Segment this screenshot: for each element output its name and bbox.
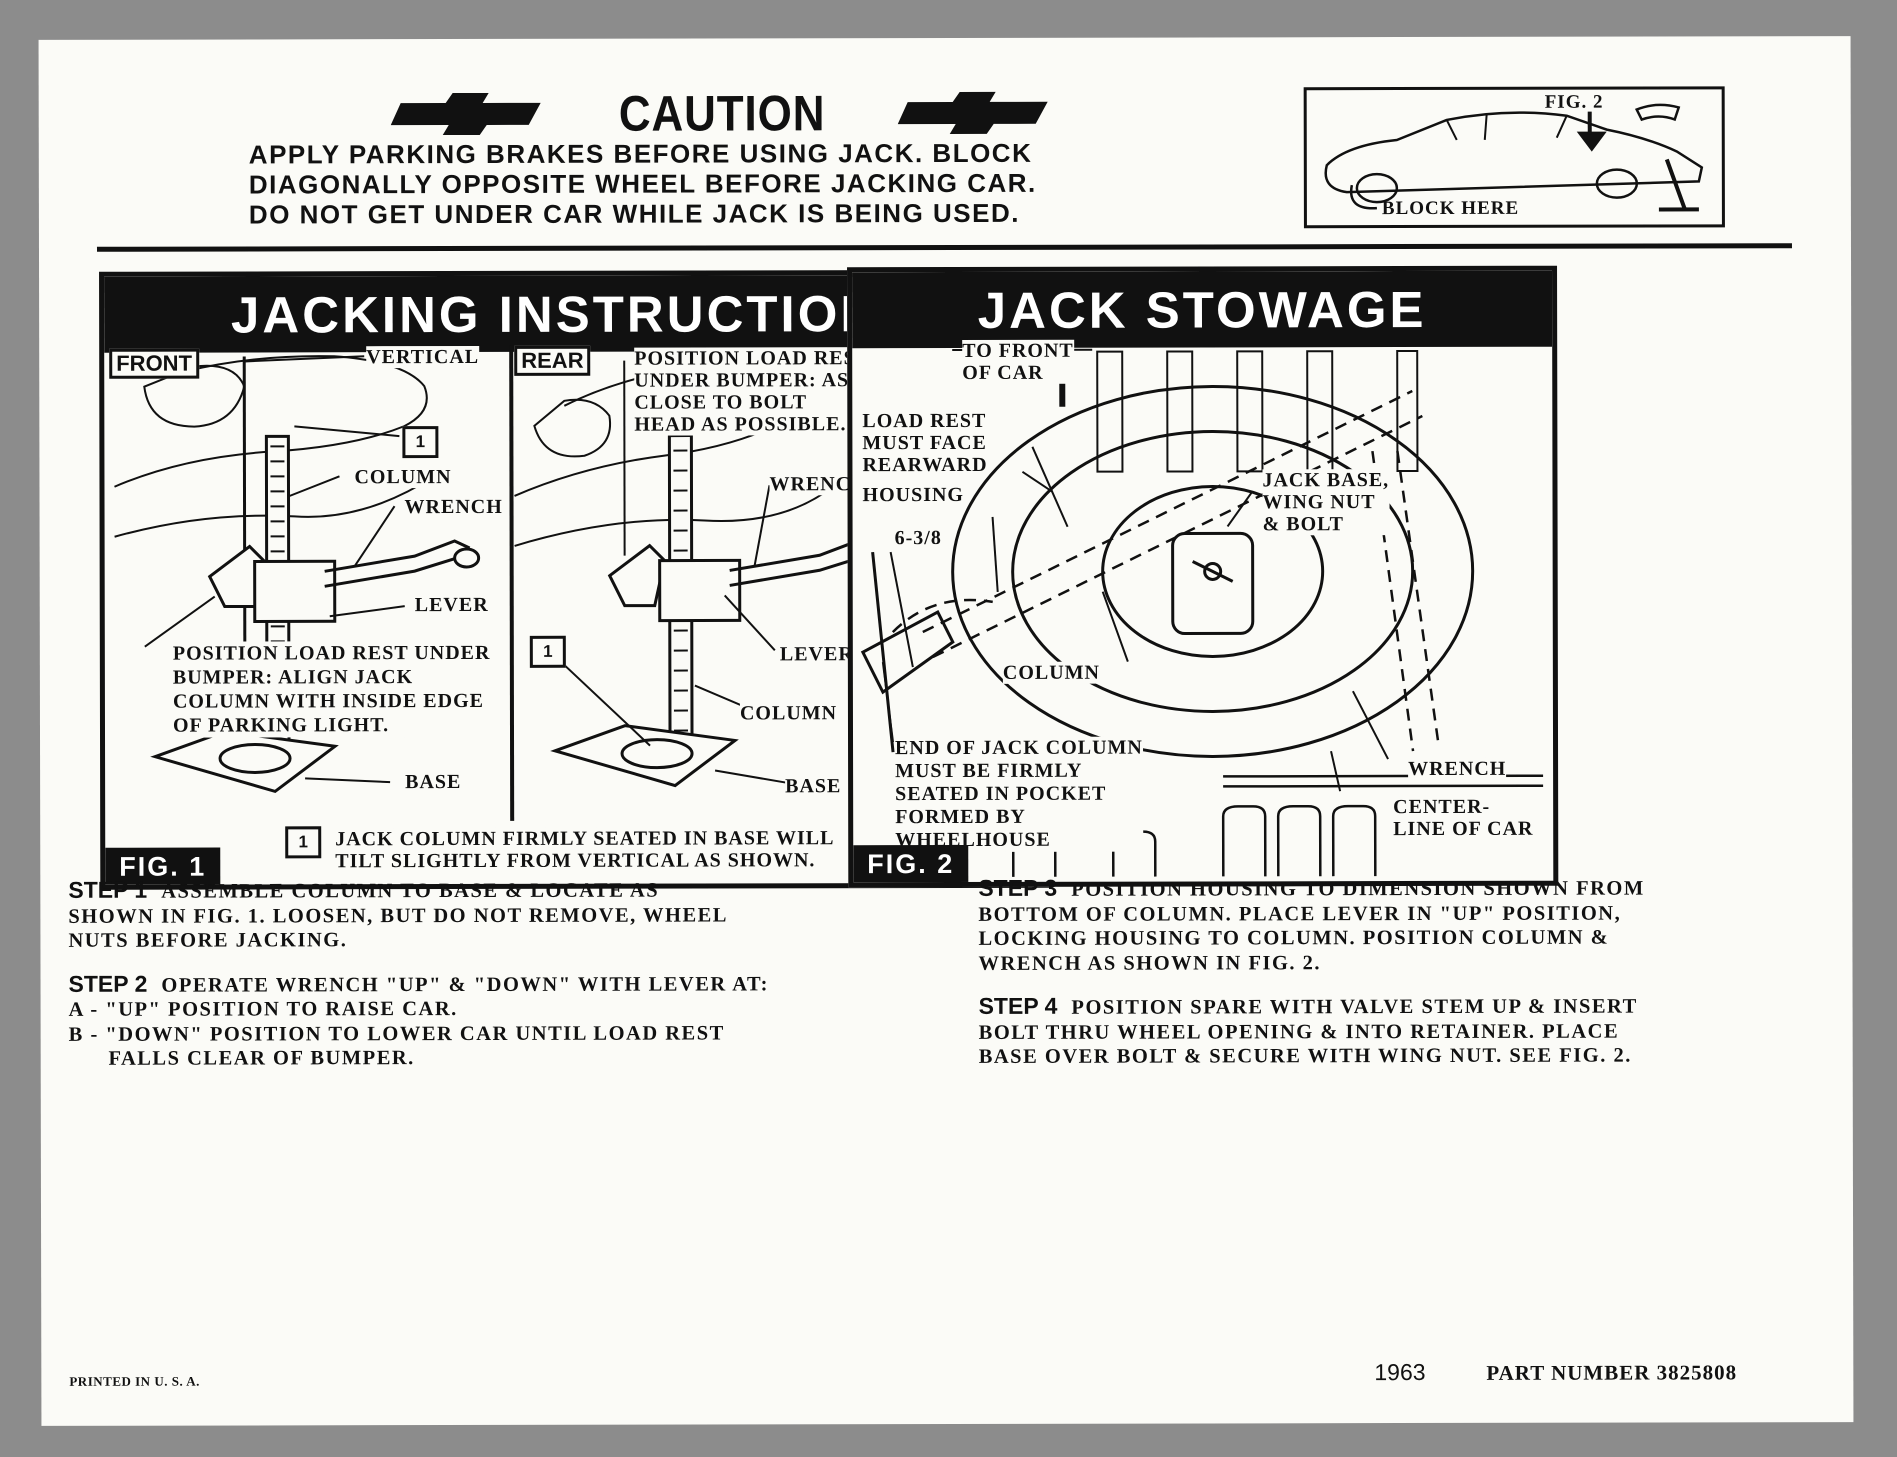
centerline-label: CENTER- LINE OF CAR [1393, 795, 1534, 841]
rear-tag: REAR [514, 345, 591, 376]
caution-text: APPLY PARKING BRAKES BEFORE USING JACK. … [248, 137, 1249, 230]
caution-line: DIAGONALLY OPPOSITE WHEEL BEFORE JACKING… [248, 167, 1037, 200]
caution-title: CAUTION [618, 85, 826, 142]
to-front-label: TO FRONT OF CAR [962, 339, 1074, 384]
dimension-label: 6-3/8 [894, 527, 942, 550]
front-note: POSITION LOAD REST UNDER BUMPER: ALIGN J… [172, 640, 491, 738]
jack-illustration [114, 345, 886, 821]
step3-key: STEP 3 [978, 874, 1058, 901]
rear-column-label: COLUMN [739, 702, 838, 725]
caution-line: APPLY PARKING BRAKES BEFORE USING JACK. … [248, 137, 1033, 170]
decal-sheet: CAUTION APPLY PARKING BRAKES BEFORE USIN… [38, 36, 1854, 1426]
rear-lever-label: LEVER [779, 643, 854, 666]
part-number: PART NUMBER 3825808 [1486, 1360, 1738, 1385]
printed-in-usa: PRINTED IN U. S. A. [69, 1373, 200, 1389]
footnote-marker-1: 1 [285, 826, 322, 859]
fig2-tag: FIG. 2 [853, 844, 969, 883]
front-vertical-label: VERTICAL [366, 345, 480, 369]
step4-key: STEP 4 [978, 992, 1058, 1019]
caution-header: CAUTION [390, 78, 1053, 149]
divider-rule [96, 243, 1792, 252]
year-label: 1963 [1374, 1358, 1426, 1386]
rear-note: POSITION LOAD REST UNDER BUMPER: AS CLOS… [634, 347, 871, 436]
rear-marker-1: 1 [529, 635, 566, 668]
block-here-label: BLOCK HERE [1381, 197, 1520, 220]
bowtie-logo-left [390, 92, 541, 136]
front-wrench-label: WRENCH [404, 495, 503, 519]
step1-key: STEP 1 [68, 876, 148, 903]
stowage-column-label: COLUMN [1002, 661, 1101, 684]
jacking-instructions-panel: JACKING INSTRUCTIONS [99, 269, 1051, 890]
front-column-label: COLUMN [354, 466, 452, 489]
jack-base-label: JACK BASE, WING NUT & BOLT [1262, 469, 1390, 536]
front-base-label: BASE [405, 771, 462, 794]
load-rest-label: LOAD REST MUST FACE REARWARD [862, 409, 988, 477]
jack-stowage-panel: JACK STOWAGE [847, 265, 1559, 888]
fig2-reference: FIG. 2 [1544, 91, 1604, 113]
front-marker-1: 1 [402, 426, 439, 459]
end-of-column-label: END OF JACK COLUMN MUST BE FIRMLY SEATED… [895, 736, 1144, 853]
rear-base-label: BASE [785, 775, 842, 798]
block-here-diagram: FIG. 2 BLOCK HERE [1303, 86, 1725, 229]
housing-label: HOUSING [862, 483, 964, 507]
step2-key: STEP 2 [68, 970, 148, 997]
car-illustration [1324, 103, 1704, 212]
bowtie-logo-right [897, 91, 1048, 134]
front-lever-label: LEVER [414, 593, 489, 617]
caution-line: DO NOT GET UNDER CAR WHILE JACK IS BEING… [248, 197, 1020, 230]
stowage-wrench-label: WRENCH [1408, 757, 1507, 781]
footnote-text: JACK COLUMN FIRMLY SEATED IN BASE WILL T… [335, 827, 835, 873]
front-tag: FRONT [109, 348, 200, 379]
